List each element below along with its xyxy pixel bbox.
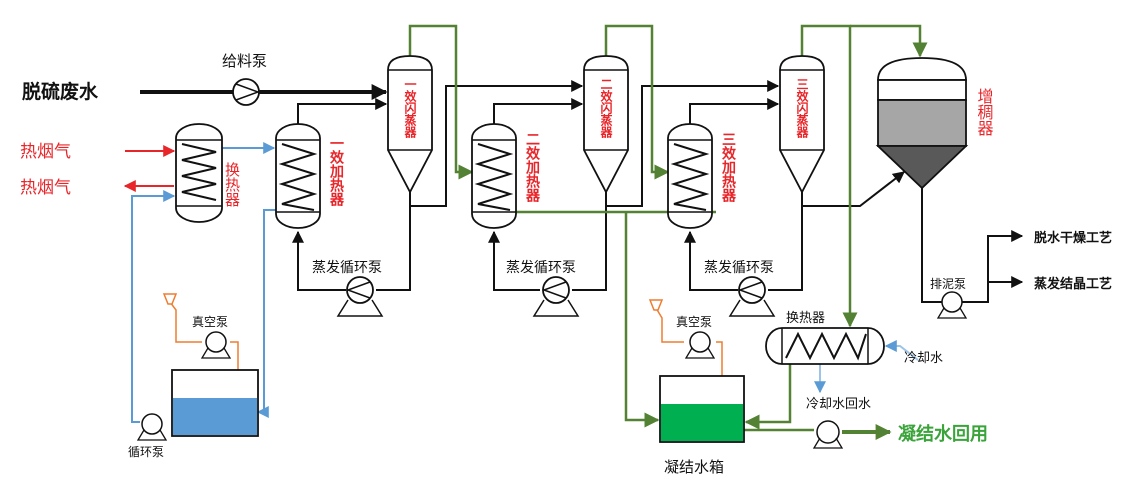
circ-pump-1-label: 蒸发循环泵 — [312, 260, 382, 276]
circ1-to-heater1 — [292, 230, 346, 291]
condensate-reuse-label: 凝结水回用 — [898, 423, 988, 445]
flash-1-label: 一效闪蒸器 — [403, 78, 417, 139]
heat-exchanger-1-label: 换热器 — [223, 162, 241, 207]
circ-pump-3 — [728, 276, 776, 317]
flash-vessel-2 — [583, 55, 629, 198]
circ-pump-2 — [532, 276, 580, 317]
heater-3-label: 三效加热器 — [720, 132, 737, 203]
vacuum-vent-2 — [648, 299, 664, 311]
flash2-to-flash3 — [606, 80, 780, 207]
flash1-circ-loop — [376, 198, 411, 291]
cooling-water-return-label: 冷却水回水 — [806, 397, 871, 412]
condensate-tank — [659, 375, 745, 443]
heater-3 — [667, 123, 713, 229]
flue-gas-out-label: 热烟气 — [20, 178, 71, 198]
sludge-pump-label: 排泥泵 — [930, 277, 966, 291]
flash-3-label: 三效闪蒸器 — [795, 78, 809, 139]
vacuum-pump-2-label: 真空泵 — [676, 315, 712, 329]
condensate-tank-label: 凝结水箱 — [664, 458, 724, 476]
hx2-condensate-to-tank — [744, 364, 792, 430]
vacuum1-to-tank — [230, 341, 239, 370]
vacuum-vent-1 — [162, 293, 178, 305]
circ-pump-2-label: 蒸发循环泵 — [506, 260, 576, 276]
heat-exchanger-1 — [175, 123, 223, 223]
vacuum-pump-1-label: 真空泵 — [192, 315, 228, 329]
vacuum-pump-2 — [684, 331, 716, 359]
cooling-water-in — [884, 340, 919, 361]
sludge-pump — [936, 291, 968, 319]
circ-pump-3-label: 蒸发循环泵 — [704, 260, 774, 276]
flash-vessel-3 — [779, 55, 825, 198]
vapor-flash3-to-hx2 — [800, 24, 858, 328]
wastewater-label: 脱硫废水 — [22, 80, 99, 103]
circ-pump-1 — [336, 276, 384, 317]
sludge-to-outputs — [962, 230, 1024, 303]
vapor-flash2-to-heater3 — [604, 24, 670, 180]
flash2-circ-loop — [572, 198, 607, 291]
vacuum-pump-1 — [200, 331, 232, 359]
condensate-heater2-drop — [624, 212, 660, 428]
flash1-to-flash2 — [410, 80, 584, 207]
cooling-water-label: 冷却水 — [904, 351, 943, 366]
crystallize-process-label: 蒸发结晶工艺 — [1034, 276, 1112, 292]
flash3-circ-loop — [768, 198, 803, 291]
blue-loop-left — [131, 190, 176, 423]
heater3-to-flash3 — [689, 98, 780, 124]
thickener-to-sludge-pump — [921, 186, 942, 303]
dewater-process-label: 脱水干燥工艺 — [1034, 230, 1112, 246]
water-tank — [171, 369, 259, 437]
circ2-to-heater2 — [488, 230, 540, 291]
thickener — [875, 57, 969, 190]
flash-vessel-1 — [387, 55, 433, 198]
heater-2 — [471, 123, 517, 229]
heater1-to-flash1 — [297, 98, 388, 124]
flash3-to-thickener — [802, 171, 905, 207]
vacuum1-line — [169, 301, 202, 343]
circulation-pump-label: 循环泵 — [128, 445, 164, 459]
flue-gas-in-label: 热烟气 — [20, 142, 71, 162]
vapor-flash1-to-heater2 — [408, 24, 474, 180]
circulation-pump — [136, 413, 168, 441]
heat-exchanger-2-label: 换热器 — [786, 311, 825, 326]
vacuum2-to-tank — [716, 341, 723, 376]
feed-pump — [232, 78, 261, 106]
heater2-to-flash2 — [493, 98, 584, 124]
vacuum2-line — [655, 307, 684, 343]
heater-1-label: 一效加热器 — [328, 136, 345, 207]
feed-pump-label: 给料泵 — [222, 52, 267, 70]
reuse-pump — [812, 420, 844, 449]
flash-2-label: 二效闪蒸器 — [599, 78, 613, 139]
heater-2-label: 二效加热器 — [524, 132, 541, 203]
circ3-to-heater3 — [684, 230, 738, 291]
vapor-thickener — [850, 24, 928, 58]
heat-exchanger-2 — [765, 327, 885, 365]
heater-1 — [275, 123, 321, 229]
thickener-label: 增稠器 — [975, 88, 994, 136]
